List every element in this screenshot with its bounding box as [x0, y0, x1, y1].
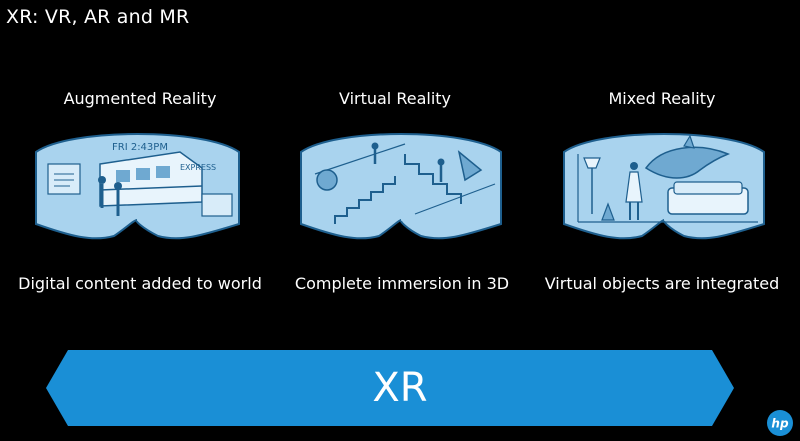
hp-logo-text: hp — [771, 417, 789, 431]
ar-caption: Digital content added to world — [18, 274, 262, 293]
hp-logo: hp — [767, 410, 793, 436]
vr-caption: Complete immersion in 3D — [294, 274, 510, 293]
mr-caption: Virtual objects are integrated — [544, 274, 780, 293]
slide-title: XR: VR, AR and MR — [6, 6, 190, 28]
ar-headset-illustration: FRI 2:43PM EXPRESS — [35, 133, 240, 240]
ar-train-sign: EXPRESS — [180, 163, 216, 172]
mr-headset-illustration — [563, 133, 765, 240]
mr-label: Mixed Reality — [608, 89, 716, 108]
xr-banner-arrow — [46, 350, 734, 426]
vr-headset-illustration — [300, 133, 502, 240]
vr-label: Virtual Reality — [338, 89, 452, 108]
xr-banner-label: XR — [372, 365, 428, 411]
ar-time-display: FRI 2:43PM — [112, 142, 168, 153]
ar-label: Augmented Reality — [63, 89, 217, 108]
